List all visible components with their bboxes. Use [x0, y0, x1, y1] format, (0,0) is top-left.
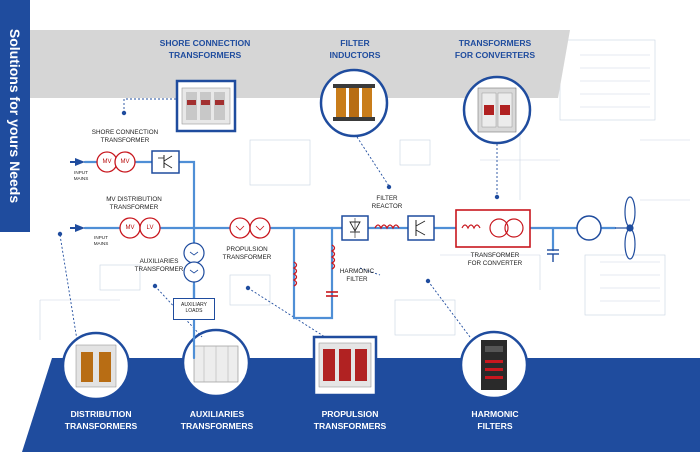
aux-winding-marks: [189, 251, 199, 274]
propulsion-winding-marks: [235, 225, 265, 231]
sidebar-title: Solutions for yours Needs: [7, 28, 23, 204]
label-propulsion-transformer: PROPULSION TRANSFORMER: [222, 246, 272, 261]
harmonic-inductors: [292, 244, 336, 287]
propulsion-transformers-photo: [312, 335, 378, 397]
winding-mv-a: MV: [102, 159, 112, 165]
category-auxiliaries-transformers: AUXILIARIES TRANSFORMERS: [180, 409, 254, 431]
category-distribution-transformers: DISTRIBUTION TRANSFORMERS: [64, 409, 138, 431]
input-arrow-1: [70, 158, 85, 166]
label-shore-connection-transformer: SHORE CONNECTION TRANSFORMER: [91, 129, 159, 144]
input-arrow-2: [70, 224, 85, 232]
winding-lv: LV: [146, 225, 154, 231]
winding-mv-c: MV: [125, 225, 135, 231]
shore-connection-transformer-photo: [175, 79, 237, 133]
category-filter-inductors: FILTER INDUCTORS: [329, 38, 381, 60]
label-transformer-for-converter: TRANSFORMER FOR CONVERTER: [467, 252, 523, 267]
winding-mv-b: MV: [120, 159, 130, 165]
sidebar: Solutions for yours Needs: [0, 0, 30, 232]
auxiliary-loads-box: AUXILIARY LOADS: [173, 298, 215, 320]
distribution-transformers-photo: [61, 331, 131, 401]
dc-capacitor: [547, 249, 559, 262]
power-lines: [83, 160, 617, 360]
leader-dots: [57, 110, 500, 291]
label-input-mains-2: INPUT MAINS: [93, 235, 109, 246]
category-transformers-for-converters: TRANSFORMERS FOR CONVERTERS: [454, 38, 536, 60]
category-harmonic-filters: HARMONIC FILTERS: [471, 409, 519, 431]
top-band: [30, 30, 570, 98]
harmonic-filters-photo: [459, 330, 529, 400]
category-shore-connection-transformers: SHORE CONNECTION TRANSFORMERS: [159, 38, 251, 60]
label-mv-distribution-transformer: MV DISTRIBUTION TRANSFORMER: [106, 196, 162, 211]
transformers-for-converters-photo: [462, 75, 532, 145]
propulsion-transformer-symbol: [229, 217, 271, 239]
harmonic-capacitor: [326, 291, 338, 297]
label-auxiliaries-transformer: AUXILIARIES TRANSFORMER: [134, 258, 184, 273]
label-filter-reactor: FILTER REACTOR: [371, 195, 403, 210]
label-harmonic-filter: HARMONIC FILTER: [339, 268, 375, 283]
inverter-symbol: [407, 215, 435, 241]
auxiliaries-transformer-symbol: [183, 242, 205, 283]
mv-distribution-transformer-symbol: [119, 217, 161, 239]
rectifier-symbol: [341, 215, 369, 241]
label-input-mains-1: INPUT MAINS: [73, 170, 89, 181]
filter-reactor-symbol: [374, 224, 400, 230]
category-propulsion-transformers: PROPULSION TRANSFORMERS: [313, 409, 387, 431]
shore-transformer-symbol: [96, 151, 136, 173]
propeller-icon: [615, 196, 636, 260]
motor-symbol: [576, 215, 602, 241]
shore-converter-symbol: [151, 150, 180, 174]
auxiliaries-transformers-photo: [181, 328, 251, 398]
converter-transformer-symbol: [455, 209, 531, 248]
filter-inductors-photo: [319, 68, 389, 138]
